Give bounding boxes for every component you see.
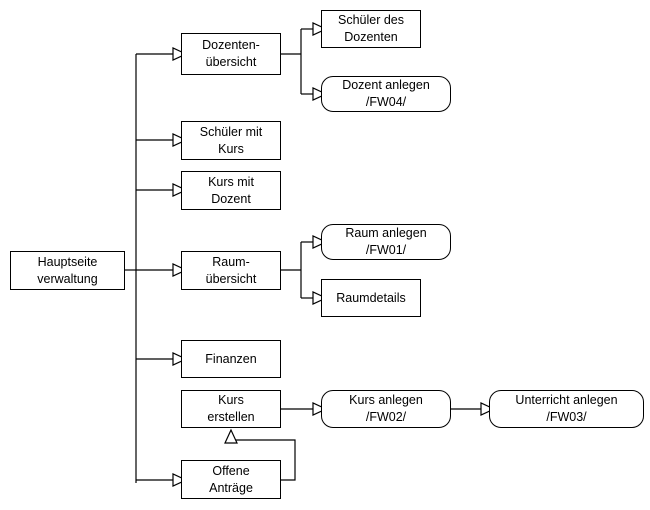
- arrowhead-e-kurs-fw02: [312, 402, 328, 416]
- node-label-hauptseite: Hauptseite verwaltung: [37, 254, 98, 286]
- node-kurs_fw02[interactable]: Kurs anlegen /FW02/: [321, 390, 451, 428]
- node-kurs_erst[interactable]: Kurs erstellen: [181, 390, 281, 428]
- node-offene[interactable]: Offene Anträge: [181, 460, 281, 499]
- node-label-dozent_fw04: Dozent anlegen /FW04/: [342, 78, 430, 109]
- node-dozent_fw04[interactable]: Dozent anlegen /FW04/: [321, 76, 451, 112]
- node-label-schueler_kurs: Schüler mit Kurs: [199, 124, 263, 156]
- arrowhead-e-branch-offene: [172, 473, 188, 487]
- node-label-raumdetails: Raumdetails: [336, 290, 406, 305]
- node-label-kurs_dozent: Kurs mit Dozent: [208, 174, 254, 206]
- node-label-raum: Raum- übersicht: [205, 254, 257, 286]
- node-finanzen[interactable]: Finanzen: [181, 340, 281, 378]
- node-hauptseite[interactable]: Hauptseite verwaltung: [10, 251, 125, 290]
- node-label-unterr_fw03: Unterricht anlegen /FW03/: [515, 393, 618, 424]
- node-label-dozenten: Dozenten- übersicht: [202, 38, 260, 69]
- node-raum_fw01[interactable]: Raum anlegen /FW01/: [321, 224, 451, 260]
- arrowhead-e-fw02-fw03: [480, 402, 496, 416]
- node-label-kurs_erst: Kurs erstellen: [207, 393, 255, 424]
- node-kurs_dozent[interactable]: Kurs mit Dozent: [181, 171, 281, 210]
- arrowhead-e-branch-finanzen: [172, 352, 188, 366]
- node-unterr_fw03[interactable]: Unterricht anlegen /FW03/: [489, 390, 644, 428]
- node-label-finanzen: Finanzen: [205, 351, 257, 366]
- node-label-kurs_fw02: Kurs anlegen /FW02/: [349, 393, 423, 424]
- arrowhead-e-doz-fw04: [312, 87, 328, 101]
- arrowhead-e-branch-raum: [172, 263, 188, 277]
- node-schueler_kurs[interactable]: Schüler mit Kurs: [181, 121, 281, 160]
- node-schueler_doz[interactable]: Schüler des Dozenten: [321, 10, 421, 48]
- arrowhead-e-doz-schueler: [312, 22, 328, 36]
- node-label-offene: Offene Anträge: [209, 463, 253, 495]
- arrowhead-e-raum-fw01: [312, 235, 328, 249]
- arrowhead-e-branch-dozenten: [172, 47, 188, 61]
- arrowhead-e-raum-details: [312, 291, 328, 305]
- arrowhead-e-branch-kursdoz: [172, 183, 188, 197]
- node-raum[interactable]: Raum- übersicht: [181, 251, 281, 290]
- arrowhead-e-branch-schueler: [172, 133, 188, 147]
- node-label-raum_fw01: Raum anlegen /FW01/: [345, 226, 427, 257]
- node-label-schueler_doz: Schüler des Dozenten: [337, 13, 404, 44]
- node-dozenten[interactable]: Dozenten- übersicht: [181, 33, 281, 75]
- node-raumdetails[interactable]: Raumdetails: [321, 279, 421, 317]
- arrowhead-e-offene-kurs: [224, 428, 238, 444]
